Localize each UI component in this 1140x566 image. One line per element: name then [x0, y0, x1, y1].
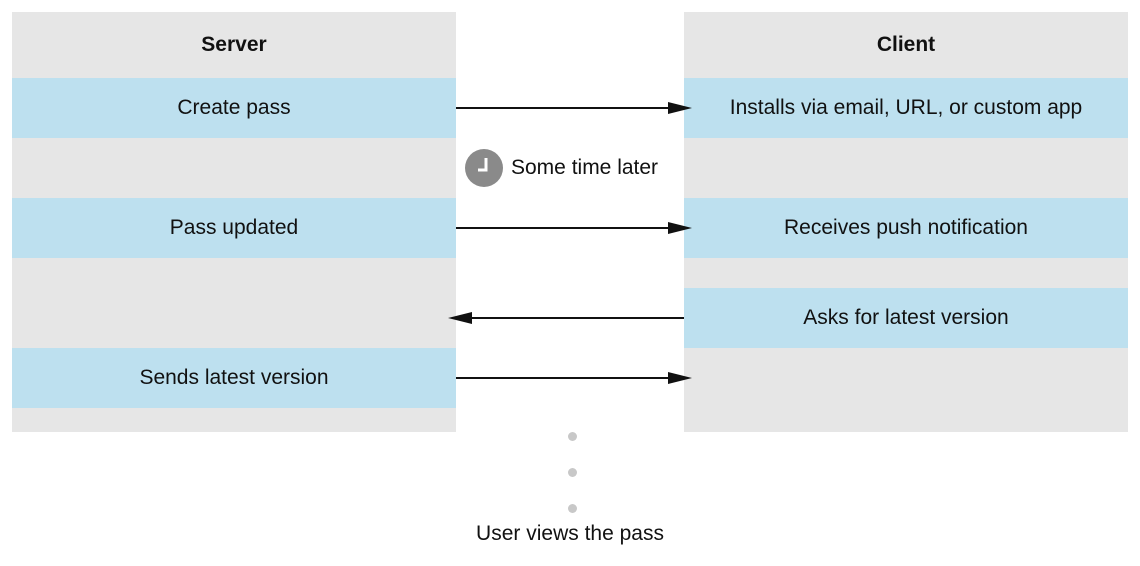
server-column-title: Server: [201, 33, 267, 56]
continuation-dot: [568, 432, 577, 441]
footer-caption: User views the pass: [476, 522, 664, 545]
client-step-asks-latest-version: Asks for latest version: [684, 288, 1128, 348]
arrow-right-icon: [456, 372, 692, 384]
server-step-create-pass: Create pass: [12, 78, 456, 138]
continuation-dot: [568, 504, 577, 513]
client-column: Client Installs via email, URL, or custo…: [684, 12, 1128, 432]
arrow-right-icon: [456, 102, 692, 114]
delay-note-text: Some time later: [511, 156, 659, 179]
server-step-sends-latest-version: Sends latest version: [12, 348, 456, 408]
server-step-pass-updated: Pass updated: [12, 198, 456, 258]
clock-icon: [465, 149, 503, 187]
client-step-installs: Installs via email, URL, or custom app: [684, 78, 1128, 138]
delay-note: Some time later: [465, 148, 658, 188]
client-column-title: Client: [876, 33, 936, 56]
server-column: Server Create pass Pass updated Sends la…: [12, 12, 456, 432]
continuation-dot: [568, 468, 577, 477]
arrow-right-icon: [456, 222, 692, 234]
arrow-left-icon: [448, 312, 684, 324]
client-step-receives-push: Receives push notification: [684, 198, 1128, 258]
